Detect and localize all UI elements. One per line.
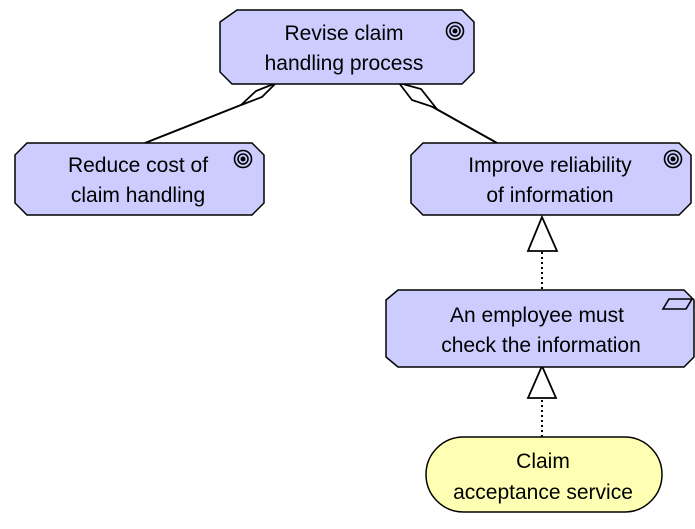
realization-employee-to-improve[interactable] [526, 214, 559, 289]
goal-shape [410, 142, 692, 216]
aggregation-reduce-to-revise[interactable] [144, 82, 277, 144]
requirement-icon [661, 298, 694, 310]
goal-shape [14, 142, 265, 216]
goal-label-line-1: Revise claim [284, 22, 403, 45]
requirement-shape [385, 289, 695, 368]
requirement-label-line-1: An employee must [450, 304, 624, 327]
requirement-employee-check[interactable]: An employee must check the information [385, 289, 695, 368]
aggregation-improve-to-revise[interactable] [396, 81, 498, 144]
aggregation-line [144, 102, 247, 144]
aggregation-diamond [240, 82, 277, 106]
realization-service-to-employee[interactable] [526, 363, 558, 437]
aggregation-diamond [396, 81, 439, 110]
goal-icon [663, 149, 683, 169]
service-label-line-1: Claim [516, 450, 570, 473]
service-label-line-2: acceptance service [453, 481, 633, 504]
nodes-layer: Revise claim handling process Reduce cos… [14, 9, 695, 513]
goal-icon [233, 149, 253, 169]
goal-label-line-2: handling process [265, 52, 424, 75]
goal-shape [219, 9, 475, 85]
goal-improve-reliability[interactable]: Improve reliability of information [410, 142, 692, 216]
business-service-claim-acceptance[interactable]: Claim acceptance service [425, 436, 663, 513]
relations-layer [144, 81, 559, 437]
requirement-label-line-2: check the information [441, 334, 641, 357]
goal-label-line-1: Reduce cost of [68, 154, 208, 177]
goal-icon [445, 21, 465, 41]
goal-reduce-cost[interactable]: Reduce cost of claim handling [14, 142, 265, 216]
realization-arrowhead [526, 363, 558, 399]
realization-arrowhead [526, 214, 559, 252]
goal-revise-claim-handling[interactable]: Revise claim handling process [219, 9, 475, 85]
goal-label-line-2: of information [486, 184, 613, 207]
goal-label-line-1: Improve reliability [468, 154, 632, 177]
service-shape [425, 436, 663, 513]
goal-label-line-2: claim handling [71, 184, 205, 207]
aggregation-line [430, 105, 498, 144]
